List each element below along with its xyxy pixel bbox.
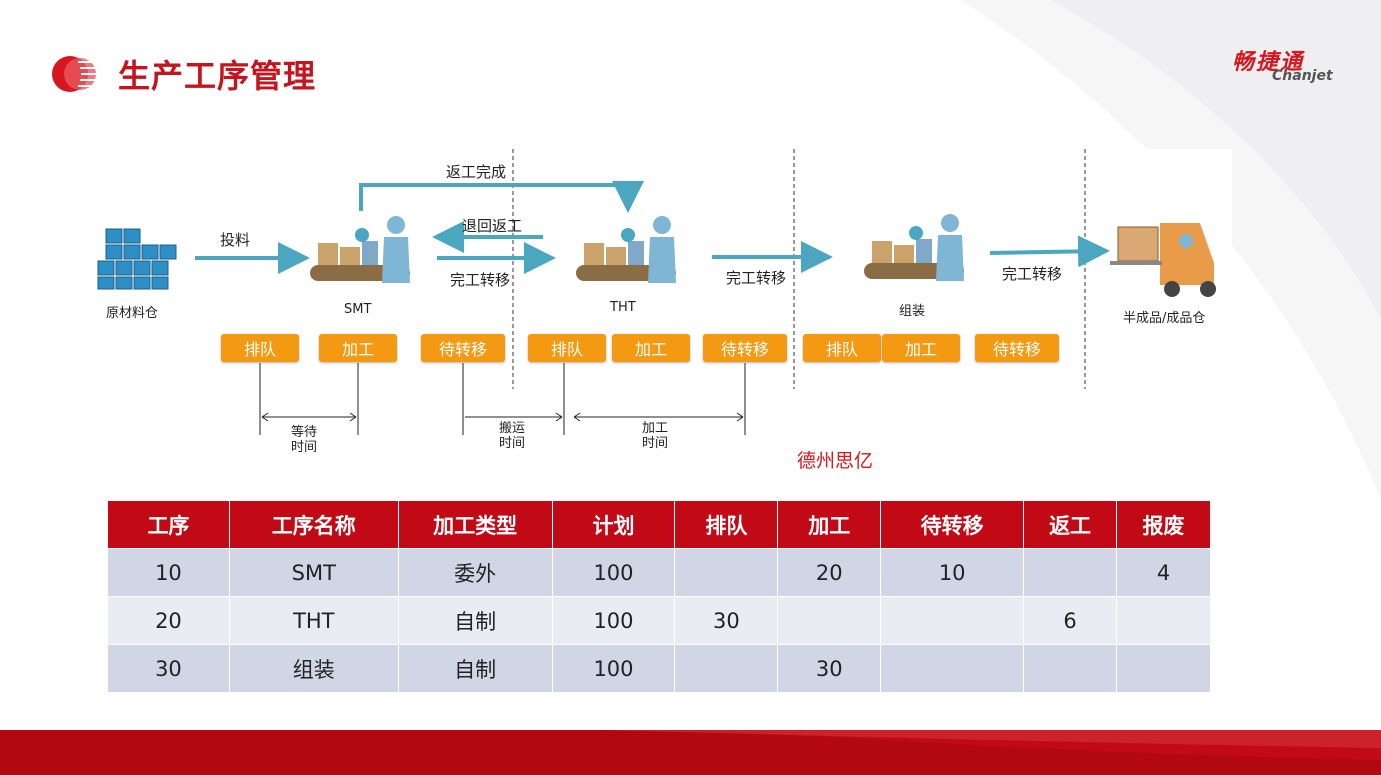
col-header: 排队 xyxy=(674,500,779,549)
tag-pending-assembly: 待转移 xyxy=(975,334,1059,362)
col-header: 加工类型 xyxy=(397,500,553,549)
table-cell xyxy=(1116,644,1211,693)
table-cell xyxy=(1023,644,1118,693)
table-cell: 自制 xyxy=(397,644,553,693)
col-header: 工序 xyxy=(107,500,230,549)
table-cell xyxy=(880,644,1025,693)
node-smt: SMT xyxy=(344,302,372,317)
table-cell: THT xyxy=(228,596,399,645)
table-cell: 6 xyxy=(1023,596,1118,645)
interval-wait: 等待 时间 xyxy=(290,425,317,455)
tag-queue-tht: 排队 xyxy=(528,334,606,362)
table-cell: SMT xyxy=(228,548,399,597)
dimension-lines xyxy=(259,363,746,435)
process-flow-diagram: 投料 返工完成 退回返工 完工转移 完工转移 完工转移 原材料仓 SMT THT… xyxy=(80,149,1232,457)
table-cell: 委外 xyxy=(397,548,553,597)
interval-move: 搬运 时间 xyxy=(498,421,525,451)
table-cell xyxy=(777,596,882,645)
interval-process: 加工 时间 xyxy=(641,421,668,451)
transfer-label-3: 完工转移 xyxy=(1002,265,1063,283)
table-cell xyxy=(674,548,779,597)
table-cell: 20 xyxy=(777,548,882,597)
table-cell: 30 xyxy=(674,596,779,645)
smt-station-icon xyxy=(310,216,410,283)
brand-cn: 畅捷通 xyxy=(1232,50,1305,75)
title-logo-icon xyxy=(52,56,98,92)
transfer-arrow-3 xyxy=(989,235,1110,268)
forklift-icon xyxy=(1110,223,1216,297)
tag-queue-assembly: 排队 xyxy=(803,334,881,362)
table-cell: 100 xyxy=(551,596,676,645)
table-header-row: 工序 工序名称 加工类型 计划 排队 加工 待转移 返工 报废 xyxy=(107,500,1211,549)
page-title: 生产工序管理 xyxy=(118,57,317,95)
brand-logo: 畅捷通 Chanjet xyxy=(1232,44,1347,88)
node-tht: THT xyxy=(610,300,636,315)
tag-process-tht: 加工 xyxy=(612,334,690,362)
table-cell: 自制 xyxy=(397,596,553,645)
col-header: 工序名称 xyxy=(228,500,399,549)
rework-done-label: 返工完成 xyxy=(446,163,507,181)
col-header: 报废 xyxy=(1116,500,1211,549)
tag-queue-smt: 排队 xyxy=(221,334,299,362)
brand-en: Chanjet xyxy=(1272,68,1333,84)
rework-done-arrow xyxy=(359,181,644,213)
title-bar: 生产工序管理 xyxy=(48,52,316,96)
col-header: 返工 xyxy=(1023,500,1118,549)
table-cell xyxy=(1116,596,1211,645)
table-cell: 10 xyxy=(107,548,230,597)
table-cell: 30 xyxy=(107,644,230,693)
node-finished: 半成品/成品仓 xyxy=(1123,311,1206,326)
table-row: 30 组装 自制 100 30 xyxy=(107,644,1211,693)
table-cell xyxy=(880,596,1025,645)
tht-station-icon xyxy=(576,216,676,283)
tag-process-assembly: 加工 xyxy=(882,334,960,362)
transfer-label-2: 完工转移 xyxy=(726,269,787,287)
feed-label: 投料 xyxy=(220,231,251,249)
table-cell xyxy=(674,644,779,693)
col-header: 计划 xyxy=(551,500,676,549)
watermark-text: 德州思亿 xyxy=(797,450,874,472)
assembly-station-icon xyxy=(864,214,964,281)
col-header: 待转移 xyxy=(880,500,1025,549)
raw-material-icon xyxy=(97,228,177,290)
table-row: 10 SMT 委外 100 20 10 4 xyxy=(107,548,1211,597)
return-rework-label: 退回返工 xyxy=(462,217,523,235)
process-table: 工序 工序名称 加工类型 计划 排队 加工 待转移 返工 报废 10 SMT 委… xyxy=(107,500,1211,693)
tag-process-smt: 加工 xyxy=(319,334,397,362)
transfer-label-1: 完工转移 xyxy=(450,271,511,289)
table-cell: 20 xyxy=(107,596,230,645)
table-cell: 100 xyxy=(551,644,676,693)
table-cell: 4 xyxy=(1116,548,1211,597)
tag-pending-tht: 待转移 xyxy=(703,334,787,362)
col-header: 加工 xyxy=(777,500,882,549)
node-assembly: 组装 xyxy=(899,304,926,319)
table-cell xyxy=(1023,548,1118,597)
table-cell: 100 xyxy=(551,548,676,597)
table-cell: 10 xyxy=(880,548,1025,597)
node-raw: 原材料仓 xyxy=(106,306,159,321)
bottom-band xyxy=(0,730,1381,775)
table-cell: 30 xyxy=(777,644,882,693)
table-cell: 组装 xyxy=(228,644,399,693)
tag-pending-smt: 待转移 xyxy=(421,334,505,362)
stage-dividers xyxy=(512,149,1086,389)
flow-graphics xyxy=(97,149,1216,435)
table-row: 20 THT 自制 100 30 6 xyxy=(107,596,1211,645)
